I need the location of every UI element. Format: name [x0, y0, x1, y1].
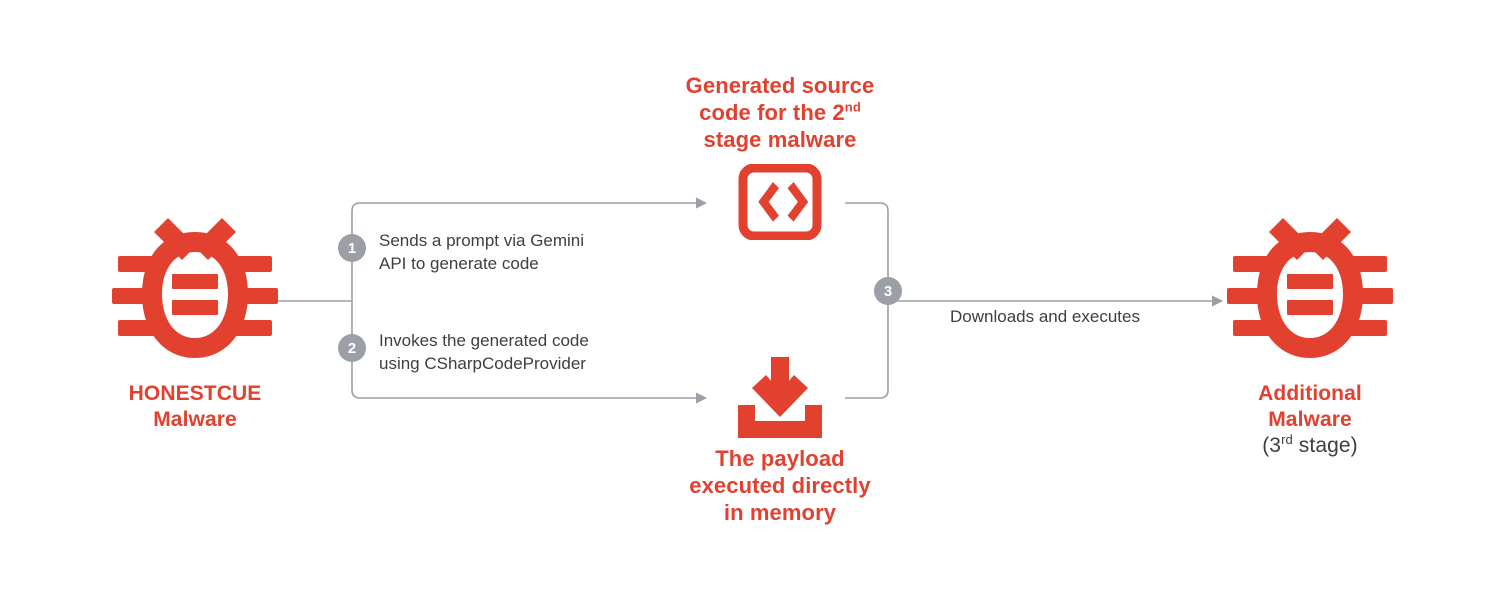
code-heading-line2: code for the 2nd — [615, 99, 945, 126]
additional-label-line2: Malware — [1268, 408, 1352, 431]
edge-payload-to-merge — [845, 301, 889, 399]
additional-label-superscript: rd — [1281, 432, 1293, 447]
payload-heading-line2: executed directly — [689, 473, 871, 498]
code-heading-superscript: nd — [844, 99, 861, 115]
step-3-text: Downloads and executes — [950, 307, 1140, 326]
edge-step-1 — [351, 197, 708, 301]
node-additional-malware: Additional Malware (3rd stage) — [1225, 212, 1395, 459]
source-node-caption: HONESTCUE Malware — [110, 381, 280, 433]
node-generated-code — [738, 164, 822, 240]
edge-code-to-merge — [845, 202, 889, 301]
payload-heading-line1: The payload — [715, 446, 845, 471]
step-2-line1: Invokes the generated code — [379, 331, 589, 350]
step-1-line2: API to generate code — [379, 254, 539, 273]
code-heading-line1: Generated source — [685, 73, 875, 98]
edge-step-2 — [351, 301, 708, 404]
step-badge-3: 3 — [874, 277, 902, 305]
source-label-line1: HONESTCUE — [128, 382, 262, 405]
download-icon — [738, 357, 822, 438]
additional-malware-caption: Additional Malware (3rd stage) — [1225, 381, 1395, 459]
step-1-text: Sends a prompt via Gemini API to generat… — [379, 229, 584, 275]
additional-label-line1: Additional — [1258, 382, 1362, 405]
generated-code-heading: Generated source code for the 2nd stage … — [615, 72, 945, 153]
code-brackets-icon — [738, 164, 822, 240]
node-honestcue-malware: HONESTCUE Malware — [110, 212, 280, 433]
source-label-line2: Malware — [153, 408, 237, 431]
additional-label-line3-pre: (3 — [1262, 434, 1282, 457]
node-payload — [730, 355, 830, 443]
bug-icon — [1227, 218, 1393, 358]
code-heading-line3: stage malware — [703, 127, 857, 152]
bug-icon — [112, 218, 278, 358]
step-1-line1: Sends a prompt via Gemini — [379, 231, 585, 250]
payload-heading-line3: in memory — [723, 500, 837, 525]
payload-heading: The payload executed directly in memory — [615, 445, 945, 526]
code-heading-line2-text: code for the 2 — [699, 100, 845, 125]
step-badge-1: 1 — [338, 234, 366, 262]
step-2-line2: using CSharpCodeProvider — [379, 354, 586, 373]
step-badge-2: 2 — [338, 334, 366, 362]
additional-label-line3: (3rd stage) — [1225, 433, 1395, 459]
additional-label-line3-post: stage) — [1292, 434, 1358, 457]
step-2-text: Invokes the generated code using CSharpC… — [379, 329, 589, 375]
